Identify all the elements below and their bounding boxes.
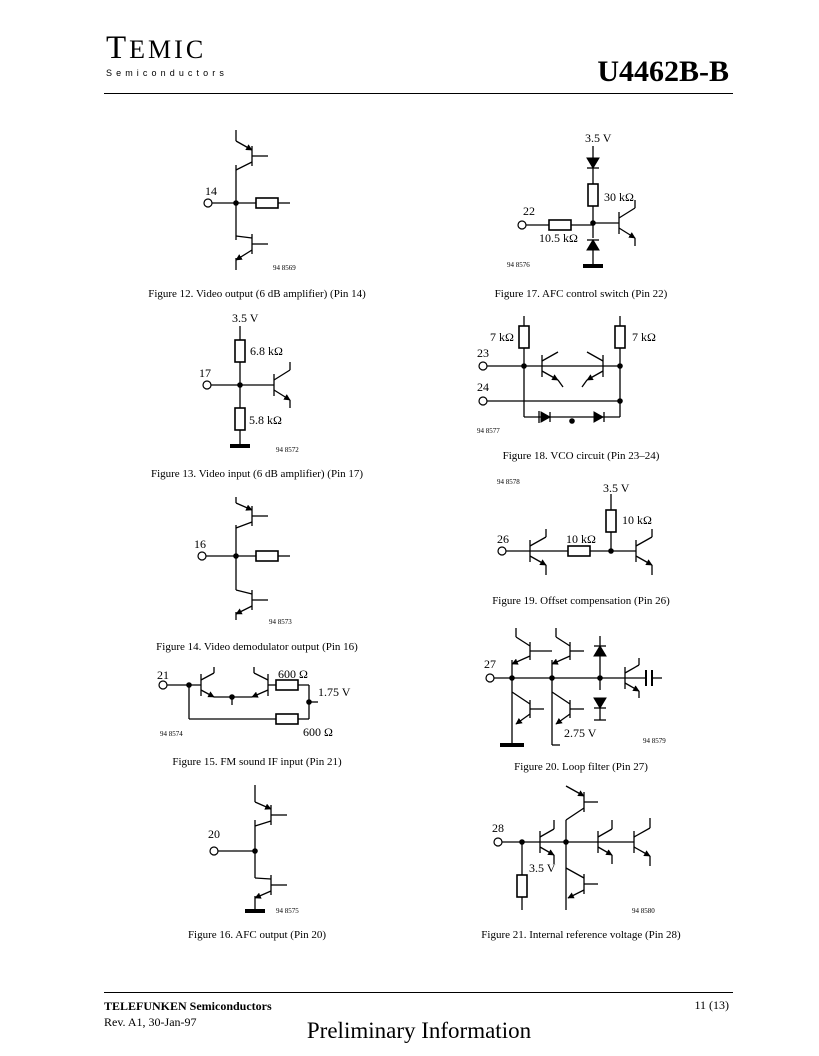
logo-rest: EMIC [129, 35, 207, 64]
resistor-left-label: 7 kΩ [490, 330, 514, 344]
figure-21-schematic: 28 3.5 V 94 8580 [492, 785, 655, 915]
header-rule [104, 93, 733, 94]
pin-label: 20 [208, 827, 220, 841]
schematic-figures: 14 94 8569 Figure 12. Video output (6 dB… [148, 130, 681, 941]
figure-13-caption: Figure 13. Video input (6 dB amplifier) … [151, 468, 363, 480]
figure-20-caption: Figure 20. Loop filter (Pin 27) [514, 761, 648, 773]
pin-label: 17 [199, 366, 211, 380]
figure-16-caption: Figure 16. AFC output (Pin 20) [188, 929, 326, 941]
resistor-horizontal-label: 10 kΩ [566, 532, 596, 546]
figure-17-caption: Figure 17. AFC control switch (Pin 22) [495, 288, 668, 300]
supply-label: 3.5 V [232, 311, 259, 325]
pin-terminal [203, 198, 213, 208]
bias-label: 3.5 V [529, 861, 556, 875]
pin-label: 26 [497, 532, 509, 546]
pin-b-label: 24 [477, 380, 489, 394]
pin-label: 14 [205, 184, 217, 198]
figure-21-caption: Figure 21. Internal reference voltage (P… [481, 929, 681, 941]
figure-15-schematic: 21 600 Ω 600 Ω 1.75 V 94 8574 [157, 667, 351, 739]
figure-13-schematic: 3.5 V 6.8 kΩ 5.8 kΩ 17 94 8572 [199, 311, 299, 454]
figure-code: 94 8579 [643, 737, 666, 745]
figure-18-caption: Figure 18. VCO circuit (Pin 23–24) [503, 450, 660, 462]
resistor-top-label: 6.8 kΩ [250, 344, 283, 358]
figure-19-caption: Figure 19. Offset compensation (Pin 26) [492, 595, 670, 607]
figure-12-schematic: 14 94 8569 [203, 130, 296, 272]
pin-label: 28 [492, 821, 504, 835]
resistor-vertical-label: 30 kΩ [604, 190, 634, 204]
pin-label: 22 [523, 204, 535, 218]
supply-label: 3.5 V [603, 481, 630, 495]
temic-logo: TEMIC Semiconductors [106, 32, 228, 79]
footer-left: TELEFUNKEN Semiconductors Rev. A1, 30-Ja… [104, 998, 272, 1030]
figure-17-schematic: 3.5 V 30 kΩ 10.5 kΩ 22 94 8576 [507, 131, 636, 269]
figure-code: 94 8572 [276, 446, 299, 454]
supply-label: 3.5 V [585, 131, 612, 145]
resistor-right-label: 7 kΩ [632, 330, 656, 344]
pin-label: 16 [194, 537, 206, 551]
figure-18-schematic: 7 kΩ 7 kΩ 23 24 94 8577 [477, 316, 656, 435]
resistor-horizontal-label: 10.5 kΩ [539, 231, 578, 245]
pin-a-label: 23 [477, 346, 489, 360]
bias-label: 1.75 V [318, 685, 351, 699]
bias-label: 2.75 V [564, 726, 597, 740]
figure-code: 94 8575 [276, 907, 299, 915]
logo-name: TEMIC [106, 32, 228, 65]
resistor-bottom-label: 600 Ω [303, 725, 333, 739]
resistor-vertical-label: 10 kΩ [622, 513, 652, 527]
logo-initial: T [106, 30, 130, 66]
figure-code: 94 8574 [160, 730, 183, 738]
resistor-top-label: 600 Ω [278, 667, 308, 681]
footer-revision: Rev. A1, 30-Jan-97 [104, 1015, 197, 1029]
pin-label: 27 [484, 657, 496, 671]
figure-14-caption: Figure 14. Video demodulator output (Pin… [156, 641, 358, 653]
figure-16-schematic: 20 94 8575 [208, 785, 299, 915]
figure-code: 94 8577 [477, 427, 500, 435]
figure-19-schematic: 3.5 V 10 kΩ 10 kΩ 26 94 8578 [497, 478, 653, 575]
footer-rule [104, 992, 733, 993]
resistor-bottom-label: 5.8 kΩ [249, 413, 282, 427]
part-number: U4462B-B [597, 55, 729, 88]
figure-code: 94 8578 [497, 478, 520, 486]
footer-company: TELEFUNKEN Semiconductors [104, 999, 272, 1013]
figure-code: 94 8580 [632, 907, 655, 915]
figure-code: 94 8573 [269, 618, 292, 626]
figure-12-caption: Figure 12. Video output (6 dB amplifier)… [148, 288, 366, 300]
figure-20-schematic: 27 2.75 V 94 8579 [484, 628, 666, 747]
pin-label: 21 [157, 668, 169, 682]
logo-subtitle: Semiconductors [106, 68, 228, 78]
figure-code: 94 8576 [507, 261, 530, 269]
figure-15-caption: Figure 15. FM sound IF input (Pin 21) [172, 756, 342, 768]
page-number: 11 (13) [694, 998, 729, 1012]
figure-code: 94 8569 [273, 264, 296, 272]
preliminary-notice: Preliminary Information [306, 1018, 532, 1043]
figure-14-schematic: 16 94 8573 [194, 497, 292, 626]
